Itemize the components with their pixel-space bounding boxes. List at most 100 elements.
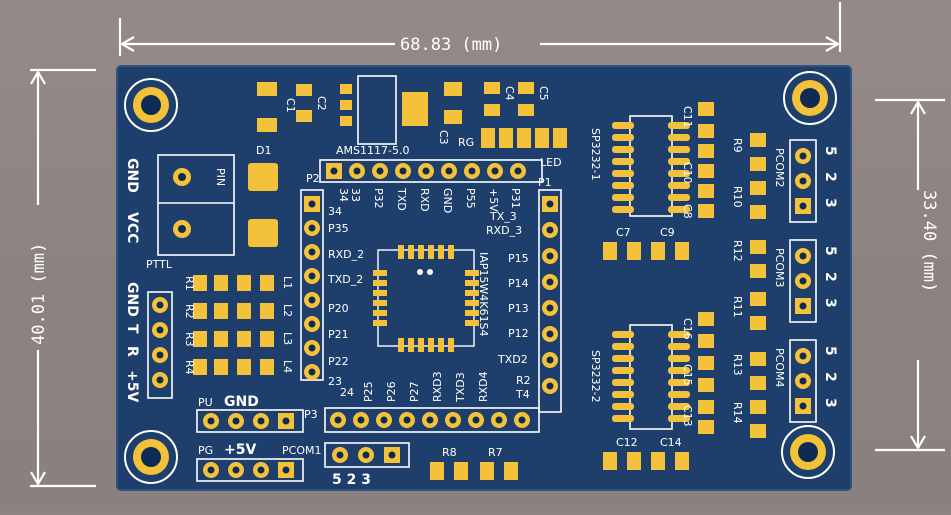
right-label-5: TXD2 bbox=[497, 353, 528, 366]
label-c4: C4 bbox=[503, 86, 516, 101]
header-bottom-labels: P25 P26 P27 RXD3 TXD3 RXD4 bbox=[362, 371, 490, 403]
label-pcom1: PCOM1 bbox=[282, 444, 321, 457]
label-l4: L4 bbox=[281, 360, 294, 373]
pcom3-pin2: 2 bbox=[822, 272, 838, 282]
resistor-led-grid bbox=[193, 275, 274, 375]
left-label-5: P22 bbox=[328, 355, 349, 368]
bottom-label-2: P27 bbox=[408, 381, 421, 402]
pcom3-pin5: 5 bbox=[822, 246, 838, 256]
connector-pcom3 bbox=[789, 239, 817, 323]
capacitor-c5 bbox=[518, 82, 534, 116]
label-r1: R1 bbox=[183, 276, 196, 291]
pcom-pin-numbers: 5 2 3 5 2 3 5 2 3 bbox=[822, 146, 838, 408]
connector-pcom2 bbox=[789, 139, 817, 223]
mcu-chip bbox=[373, 245, 479, 352]
right-label-0: RXD_3 bbox=[486, 224, 522, 237]
left-extra-1: 23 bbox=[328, 375, 342, 388]
bottom-label-3: RXD3 bbox=[431, 371, 444, 402]
label-c15: C15 bbox=[681, 364, 694, 386]
label-l2: L2 bbox=[281, 304, 294, 317]
label-p3: P3 bbox=[304, 408, 318, 421]
label-pin: PIN bbox=[214, 168, 227, 186]
top-label-6: +5V bbox=[487, 188, 500, 212]
pcb-board bbox=[117, 66, 851, 490]
regulator-ams1117 bbox=[340, 75, 428, 145]
header-right bbox=[538, 189, 562, 413]
left-label-0: P35 bbox=[328, 222, 349, 235]
label-l3: L3 bbox=[281, 332, 294, 345]
left-extra-2: 24 bbox=[340, 386, 354, 399]
label-uart-t: T bbox=[124, 324, 140, 334]
label-rg: RG bbox=[458, 136, 474, 149]
label-c10: C10 bbox=[681, 162, 694, 184]
dimension-width-label: 68.83 (mm) bbox=[400, 35, 502, 55]
label-sp3232-2: SP3232-2 bbox=[589, 350, 602, 403]
bottom-label-5: RXD4 bbox=[477, 371, 490, 402]
label-uart-5v: +5V bbox=[124, 370, 140, 402]
header-top bbox=[319, 159, 543, 183]
right-label-4: P12 bbox=[508, 327, 529, 340]
pcom4-pin2: 2 bbox=[822, 372, 838, 382]
dimension-height-left-label: 40.01 (mm) bbox=[29, 243, 49, 345]
label-r2: R2 bbox=[183, 304, 196, 319]
top-label-1: P32 bbox=[372, 188, 385, 209]
label-c12: C12 bbox=[616, 436, 638, 449]
label-r9: R9 bbox=[731, 138, 744, 153]
label-uart-gnd: GND bbox=[124, 282, 140, 317]
label-vcc-left: VCC bbox=[124, 212, 140, 243]
right-label-2: P14 bbox=[508, 277, 529, 290]
right-label-1: P15 bbox=[508, 252, 529, 265]
label-c11: C11 bbox=[681, 106, 694, 128]
mounting-hole-tl bbox=[124, 78, 178, 132]
header-right-labels: TX_3 RXD_3 P15 P14 P13 P12 TXD2 R2 T4 bbox=[486, 210, 531, 401]
connector-pcom1 bbox=[324, 442, 410, 468]
ic-sp3232-2 bbox=[612, 324, 690, 430]
resistors-r8-r7 bbox=[430, 462, 518, 480]
label-r4: R4 bbox=[183, 360, 196, 375]
label-r12: R12 bbox=[731, 240, 744, 262]
label-p2: P2 bbox=[306, 172, 320, 185]
top-label-4: GND bbox=[441, 188, 454, 213]
pcom2-pin3: 3 bbox=[822, 198, 838, 208]
header-top-labels: 33 P32 TXD RXD GND P55 +5V 34 P31 bbox=[337, 187, 522, 213]
label-pcom1-pins: 5 2 3 bbox=[332, 472, 371, 488]
top-label-5: P55 bbox=[464, 188, 477, 209]
capacitor-c2 bbox=[296, 84, 312, 122]
header-pg bbox=[196, 458, 304, 482]
pcom4-pin5: 5 bbox=[822, 346, 838, 356]
pcom2-pin5: 5 bbox=[822, 146, 838, 156]
dimension-height-left: 40.01 (mm) bbox=[29, 68, 96, 488]
right-extra-0: TX_3 bbox=[489, 210, 517, 223]
capacitor-c1 bbox=[257, 82, 277, 132]
top-label-0: 33 bbox=[349, 188, 362, 202]
label-c5: C5 bbox=[537, 86, 550, 101]
top-extra-1: P31 bbox=[509, 188, 522, 209]
top-label-3: RXD bbox=[418, 188, 431, 212]
label-r7: R7 bbox=[488, 446, 503, 459]
left-label-3: P20 bbox=[328, 302, 349, 315]
capacitor-c9 bbox=[651, 242, 689, 260]
capacitor-c7 bbox=[603, 242, 641, 260]
left-extra-0: 34 bbox=[328, 205, 342, 218]
label-c13: C13 bbox=[681, 405, 694, 427]
capacitor-c14 bbox=[651, 452, 689, 470]
label-sp3232-1: SP3232-1 bbox=[589, 128, 602, 181]
header-pu bbox=[196, 409, 304, 433]
label-r8: R8 bbox=[442, 446, 457, 459]
bottom-label-0: P25 bbox=[362, 381, 375, 402]
header-left bbox=[300, 189, 324, 381]
label-uart-r: R bbox=[124, 346, 140, 357]
label-pttl: PTTL bbox=[146, 258, 173, 271]
label-pg: PG bbox=[198, 444, 213, 457]
left-label-4: P21 bbox=[328, 328, 349, 341]
label-r3: R3 bbox=[183, 332, 196, 347]
capacitor-c3 bbox=[444, 82, 462, 124]
connector-uart bbox=[147, 291, 173, 399]
mounting-hole-bl bbox=[124, 430, 178, 484]
diode-d1 bbox=[248, 163, 278, 247]
power-connector-pttl bbox=[157, 154, 235, 256]
dimension-width: 68.83 (mm) bbox=[118, 2, 842, 56]
bottom-label-4: TXD3 bbox=[454, 372, 467, 403]
label-r10: R10 bbox=[731, 186, 744, 208]
